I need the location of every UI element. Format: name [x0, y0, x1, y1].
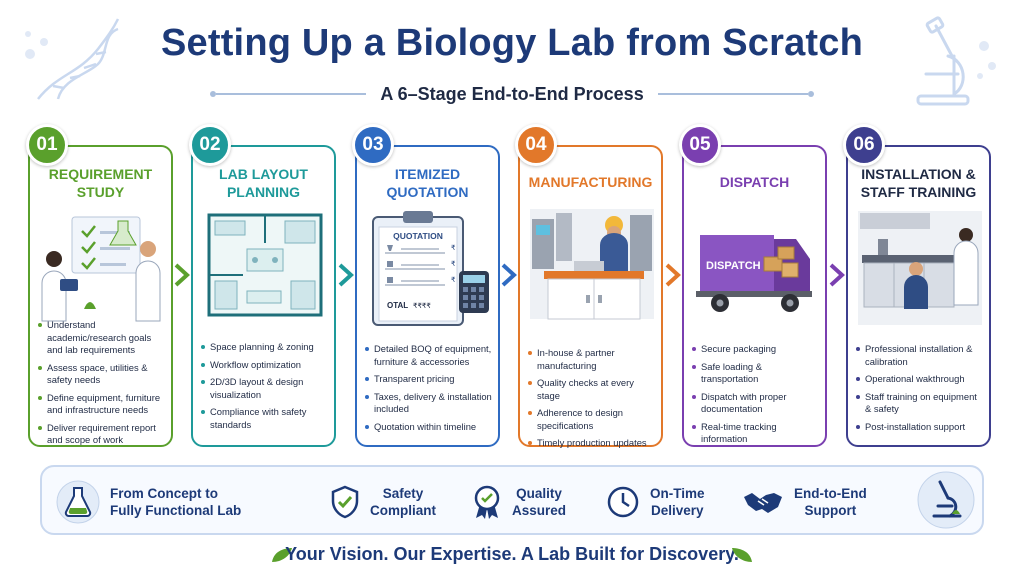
- list-item: Workflow optimization: [201, 359, 328, 372]
- features-bar: From Concept to Fully Functional Lab Saf…: [40, 465, 984, 535]
- truck-label: DISPATCH: [706, 260, 761, 272]
- stage-title: ITEMIZED QUOTATION: [386, 166, 469, 200]
- feature-concept: From Concept to Fully Functional Lab: [56, 467, 241, 537]
- microscope-icon: [916, 16, 996, 106]
- stage-bullets: In-house & partner manufacturing Quality…: [528, 347, 655, 455]
- list-item: 2D/3D layout & design visualization: [201, 376, 328, 401]
- list-item: Secure packaging: [692, 343, 819, 356]
- feature-label: Compliant: [370, 503, 436, 518]
- feature-label: Assured: [512, 503, 567, 518]
- stage-card-installation-training: INSTALLATION & STAFF TRAINING Profession…: [846, 145, 991, 447]
- list-item: In-house & partner manufacturing: [528, 347, 655, 372]
- feature-label: From Concept to: [110, 486, 218, 501]
- currency-symbol: ₹: [451, 244, 456, 252]
- requirement-meeting-illustration: [41, 216, 161, 322]
- stage-number-badge: 05: [679, 124, 721, 166]
- stage-bullets: Secure packaging Safe loading & transpor…: [692, 343, 819, 451]
- stage-card-itemized-quotation: ITEMIZED QUOTATION QUOTATION ₹ ₹ ₹ OTAL …: [355, 145, 500, 447]
- footer-tagline: Your Vision. Our Expertise. A Lab Built …: [285, 544, 739, 564]
- stage-card-manufacturing: MANUFACTURING In-house & partner manufac…: [518, 145, 663, 448]
- list-item: Taxes, delivery & installation included: [365, 391, 492, 416]
- feature-safety: Safety Compliant: [330, 467, 436, 537]
- feature-support: End-to-End Support: [742, 467, 867, 537]
- list-item: Professional installation & calibration: [856, 343, 983, 368]
- currency-symbol: ₹: [451, 276, 456, 284]
- list-item: Dispatch with proper documentation: [692, 391, 819, 416]
- stage-title: REQUIREMENT STUDY: [48, 166, 153, 200]
- list-item: Safe loading & transportation: [692, 361, 819, 386]
- stage-number-badge: 03: [352, 124, 394, 166]
- page-subtitle: A 6–Stage End-to-End Process: [380, 83, 644, 104]
- list-item: Post-installation support: [856, 421, 983, 434]
- list-item: Transparent pricing: [365, 373, 492, 386]
- stage-number-badge: 04: [515, 124, 557, 166]
- chevron-right-icon: [338, 263, 354, 287]
- stage-number-badge: 02: [189, 124, 231, 166]
- stage-number-badge: 01: [26, 124, 68, 166]
- feature-label: Support: [804, 503, 857, 518]
- leaf-icon: [732, 548, 752, 562]
- list-item: Compliance with safety standards: [201, 406, 328, 431]
- medal-icon: [474, 485, 500, 519]
- feature-delivery: On-Time Delivery: [606, 467, 705, 537]
- chevron-right-icon: [174, 263, 190, 287]
- list-item: Quotation within timeline: [365, 421, 492, 434]
- stage-bullets: Professional installation & calibration …: [856, 343, 983, 438]
- stage-bullets: Detailed BOQ of equipment, furniture & a…: [365, 343, 492, 438]
- list-item: Assess space, utilities & safety needs: [38, 362, 165, 387]
- stage-bullets: Understand academic/research goals and l…: [38, 319, 165, 452]
- stage-title: DISPATCH: [719, 174, 790, 190]
- stage-title: MANUFACTURING: [528, 174, 653, 190]
- feature-label: Fully Functional Lab: [110, 503, 242, 518]
- list-item: Adherence to design specifications: [528, 407, 655, 432]
- stage-title: LAB LAYOUT PLANNING: [219, 166, 308, 200]
- feature-label: Safety: [382, 486, 424, 501]
- installation-training-illustration: [858, 211, 982, 325]
- stage-number-badge: 06: [843, 124, 885, 166]
- list-item: Operational wakthrough: [856, 373, 983, 386]
- microscope-badge-icon: [917, 471, 975, 529]
- list-item: Timely production updates: [528, 437, 655, 450]
- list-item: Space planning & zoning: [201, 341, 328, 354]
- dispatch-truck-illustration: DISPATCH: [696, 235, 812, 312]
- quotation-heading: QUOTATION: [393, 231, 443, 241]
- stage-title: INSTALLATION & STAFF TRAINING: [860, 166, 977, 200]
- list-item: Deliver requirement report and scope of …: [38, 422, 165, 447]
- handshake-icon: [744, 493, 782, 513]
- list-item: Quality checks at every stage: [528, 377, 655, 402]
- list-item: Define equipment, furniture and infrastr…: [38, 392, 165, 417]
- subtitle-row: A 6–Stage End-to-End Process: [210, 82, 815, 106]
- chevron-right-icon: [501, 263, 517, 287]
- stage-card-requirement-study: REQUIREMENT STUDY Understand academic/re…: [28, 145, 173, 447]
- list-item: Staff training on equipment & safety: [856, 391, 983, 416]
- flask-icon: [56, 480, 100, 524]
- feature-label: End-to-End: [794, 486, 867, 501]
- chevron-right-icon: [829, 263, 845, 287]
- currency-symbol: ₹: [451, 260, 456, 268]
- feature-label: Delivery: [650, 503, 704, 518]
- page-title: Setting Up a Biology Lab from Scratch: [160, 22, 864, 64]
- chevron-right-icon: [665, 263, 681, 287]
- dna-icon: [25, 18, 120, 100]
- quotation-total-value: ₹₹₹₹: [413, 302, 431, 310]
- stage-card-lab-layout-planning: LAB LAYOUT PLANNING Space planning & zon…: [191, 145, 336, 447]
- leaf-icon: [272, 548, 292, 562]
- stage-bullets: Space planning & zoning Workflow optimiz…: [201, 341, 328, 436]
- feature-quality: Quality Assured: [472, 467, 566, 537]
- feature-label: Quality: [516, 486, 562, 501]
- list-item: Understand academic/research goals and l…: [38, 319, 165, 357]
- manufacturing-worker-illustration: [530, 209, 654, 320]
- floor-plan-illustration: [207, 213, 323, 317]
- list-item: Real-time tracking information: [692, 421, 819, 446]
- quotation-clipboard-illustration: QUOTATION ₹ ₹ ₹ OTAL ₹₹₹₹: [372, 211, 489, 326]
- feature-label: On-Time: [650, 486, 705, 501]
- clock-icon: [607, 486, 639, 518]
- list-item: Detailed BOQ of equipment, furniture & a…: [365, 343, 492, 368]
- shield-check-icon: [331, 485, 359, 519]
- quotation-total-label: OTAL: [387, 301, 408, 310]
- stage-card-dispatch: DISPATCH DISPATCH Secure packaging Safe …: [682, 145, 827, 447]
